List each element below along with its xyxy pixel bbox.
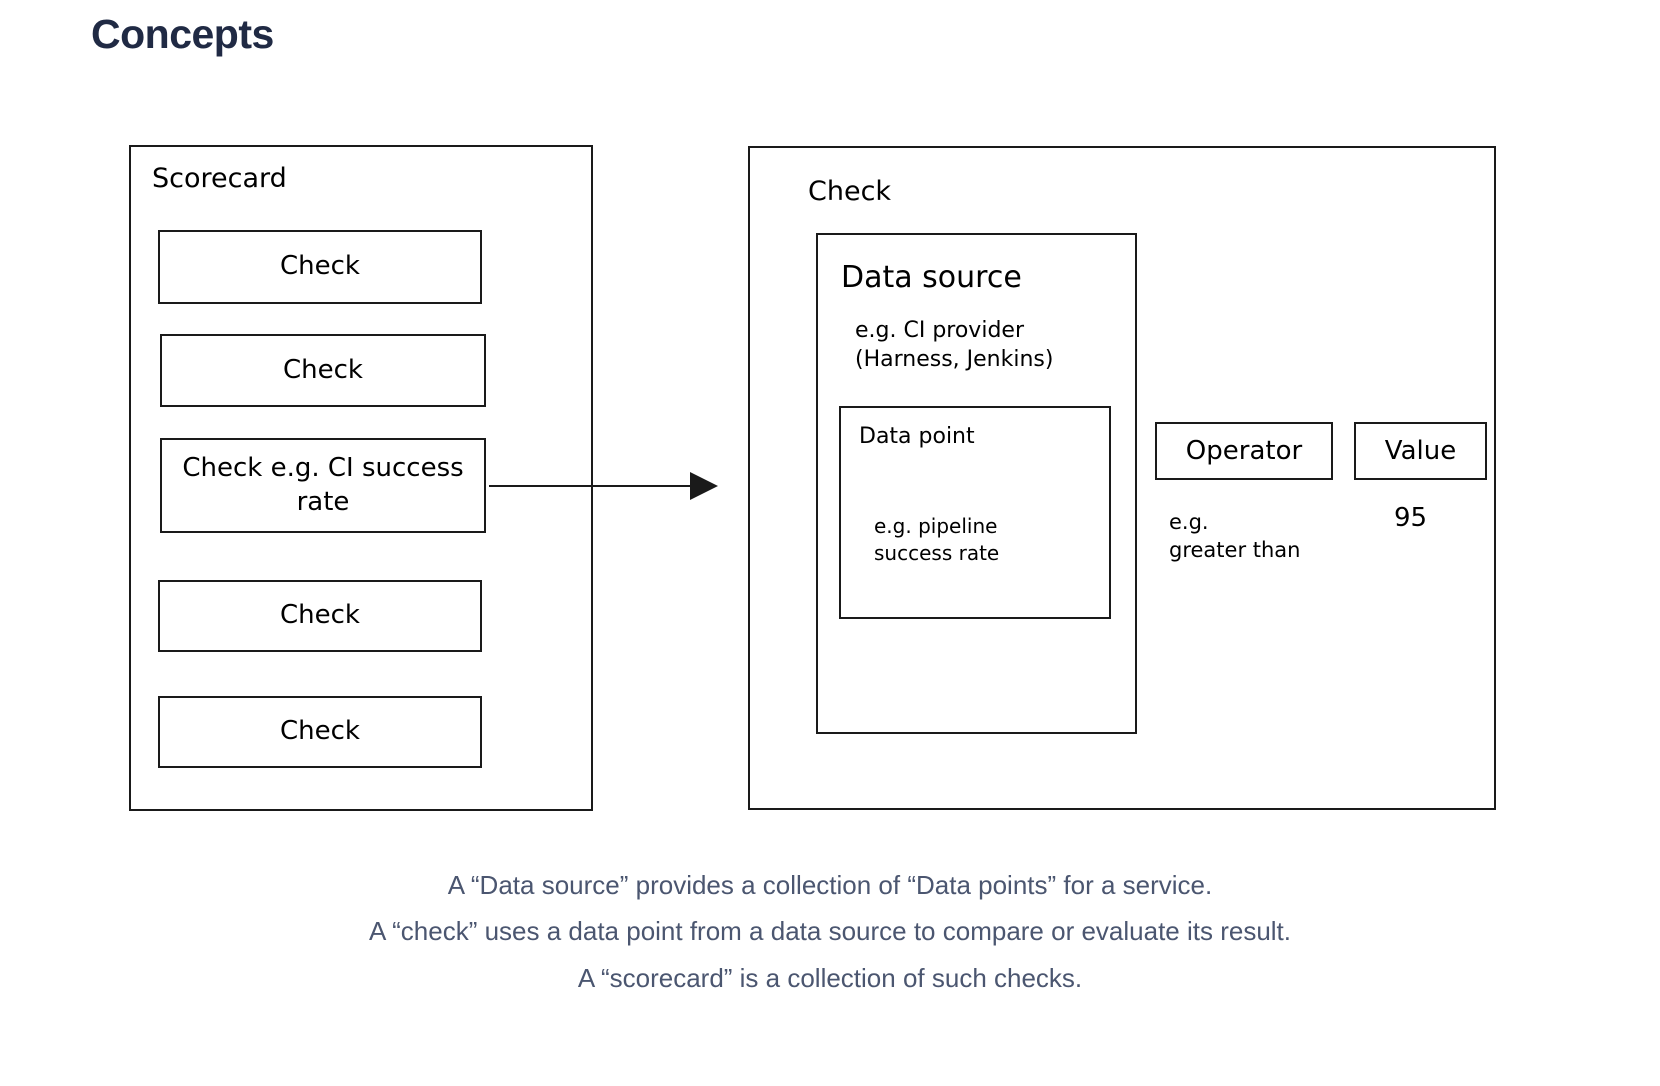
arrow-right-icon — [690, 472, 718, 500]
scorecard-check-item-1[interactable]: Check — [158, 230, 482, 304]
data-point-label: Data point — [859, 424, 975, 449]
scorecard-check-item-5[interactable]: Check — [158, 696, 482, 768]
scorecard-label: Scorecard — [152, 163, 287, 194]
caption-line-3: A “scorecard” is a collection of such ch… — [577, 962, 1083, 993]
value-box: Value — [1354, 422, 1487, 480]
check-detail-label: Check — [808, 176, 892, 207]
data-source-container — [816, 233, 1137, 734]
value-note: 95 — [1394, 503, 1428, 533]
scorecard-check-item-3-ci-success-rate[interactable]: Check e.g. CI success rate — [160, 438, 486, 533]
data-source-label: Data source — [841, 260, 1022, 295]
scorecard-container — [129, 145, 593, 811]
data-point-container — [839, 406, 1111, 619]
page-title: Concepts — [91, 11, 274, 57]
data-point-note: e.g. pipeline success rate — [874, 514, 1000, 566]
caption-block: A “Data source” provides a collection of… — [0, 862, 1660, 1001]
caption-line-2: A “check” uses a data point from a data … — [368, 916, 1292, 947]
check-detail-container — [748, 146, 1496, 810]
connector-line — [489, 485, 692, 487]
data-source-note: e.g. CI provider (Harness, Jenkins) — [855, 318, 1054, 373]
scorecard-check-item-2[interactable]: Check — [160, 334, 486, 407]
operator-note: e.g. greater than — [1169, 510, 1301, 562]
scorecard-check-item-4[interactable]: Check — [158, 580, 482, 652]
operator-box: Operator — [1155, 422, 1333, 480]
caption-line-1: A “Data source” provides a collection of… — [447, 870, 1213, 900]
